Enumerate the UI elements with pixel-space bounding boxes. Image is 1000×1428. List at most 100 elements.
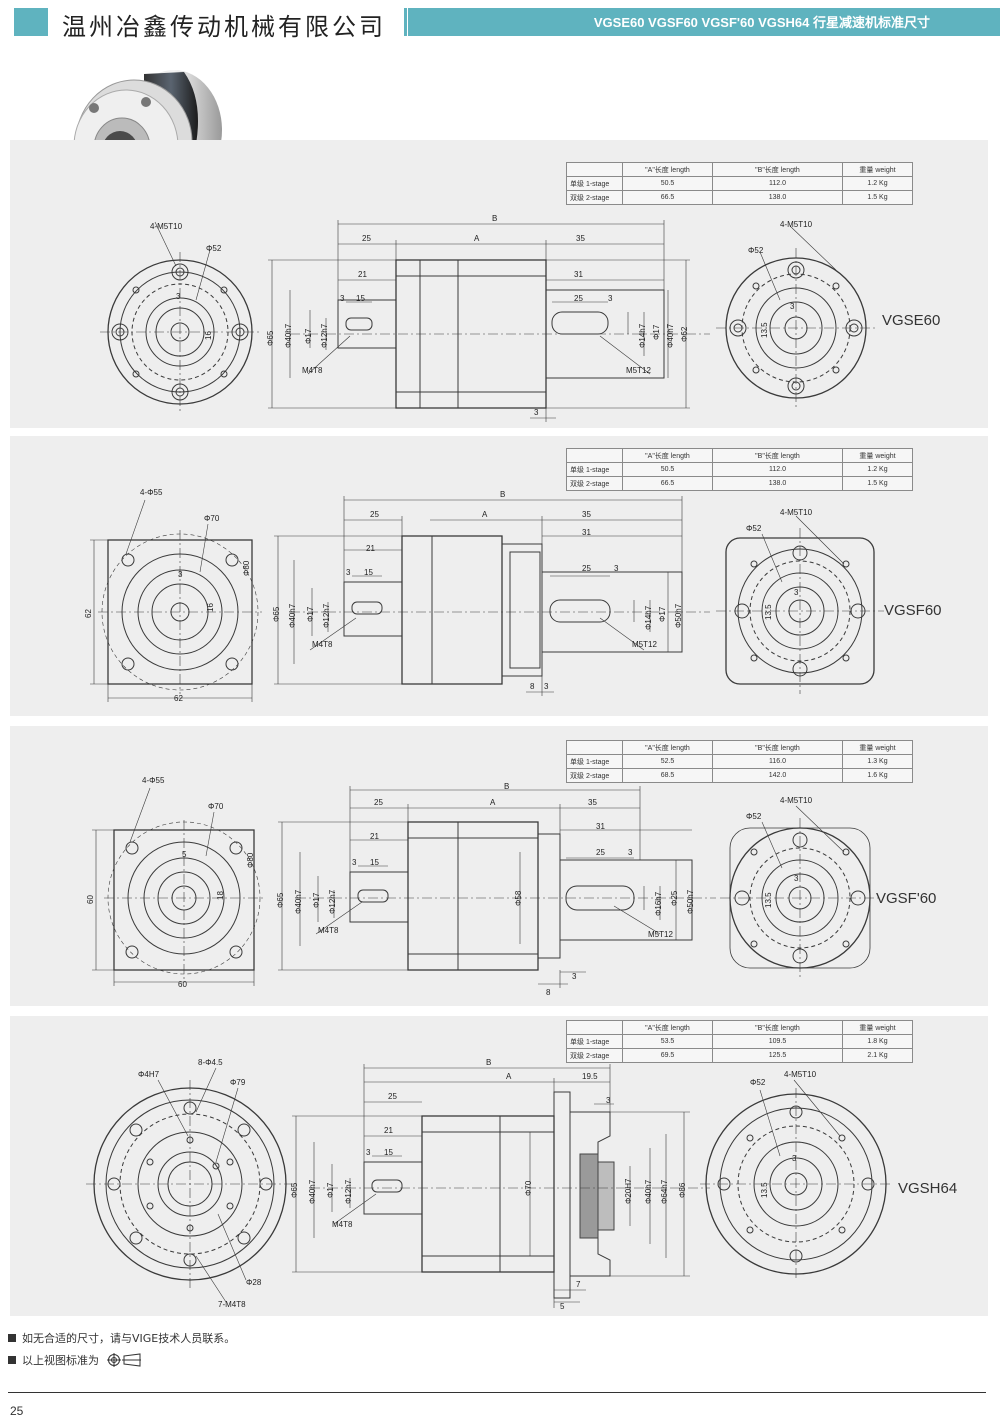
dim-label: Φ28: [246, 1278, 262, 1287]
dim-label: 3: [346, 568, 351, 577]
cell-b: 112.0: [712, 176, 843, 191]
dim-label: 35: [588, 798, 597, 807]
note-contact-text: 如无合适的尺寸，请与VIGE技术人员联系。: [22, 1332, 236, 1345]
dim-label: Φ12h7: [328, 889, 337, 914]
dim-label: Φ17: [658, 606, 667, 622]
header-accent-block: [14, 8, 48, 36]
cell-a: 69.5: [622, 1048, 713, 1063]
header-stage: [566, 1020, 623, 1035]
dim-label: Φ17: [304, 328, 313, 344]
cell-a: 50.5: [622, 176, 713, 191]
drawing-vgsf-prime-60: [92, 786, 880, 988]
dim-label: B: [500, 490, 506, 499]
dim-label: Φ52: [746, 812, 762, 821]
header-stage: [566, 448, 623, 463]
model-label-vgsf-prime-60: VGSF'60: [876, 890, 937, 907]
dim-label: 15: [356, 294, 365, 303]
dim-label: A: [474, 234, 480, 243]
dim-label: Φ14h7: [638, 323, 647, 348]
cell-weight: 1.8 Kg: [842, 1034, 913, 1049]
dim-label: M5T12: [632, 640, 657, 649]
cell-b: 138.0: [712, 190, 843, 205]
note-projection-text: 以上视图标准为: [22, 1354, 99, 1367]
cell-weight: 1.6 Kg: [842, 768, 913, 783]
cell-stage: 单级 1-stage: [566, 1034, 623, 1049]
header-bar: [408, 8, 1000, 36]
dim-label: Φ65: [290, 1182, 299, 1198]
dim-label: 3: [340, 294, 345, 303]
dim-label: B: [492, 214, 498, 223]
model-label-vgse60: VGSE60: [882, 312, 941, 329]
dim-label: 5: [182, 850, 187, 859]
dim-label: Φ64h7: [660, 1179, 669, 1204]
dim-label: Φ4H7: [138, 1070, 160, 1079]
header-bar-edge: [404, 8, 407, 36]
footer-divider: [8, 1392, 986, 1393]
dim-label: 4-M5T10: [150, 222, 183, 231]
dim-label: Φ17: [326, 1182, 335, 1198]
dim-label: 13.5: [760, 322, 769, 338]
dim-label: Φ52: [206, 244, 222, 253]
header-a-length: "A"长度 length: [622, 1020, 713, 1035]
cell-weight: 1.3 Kg: [842, 754, 913, 769]
cell-b: 116.0: [712, 754, 843, 769]
dim-label: 60: [86, 895, 95, 904]
dim-label: 62: [174, 694, 183, 703]
dim-label: 15: [384, 1148, 393, 1157]
dim-label: 7-M4T8: [218, 1300, 246, 1309]
dim-label: 35: [582, 510, 591, 519]
header-weight: 重量 weight: [842, 1020, 913, 1035]
projection-symbol-icon: [107, 1353, 141, 1367]
company-name: 温州冶鑫传动机械有限公司: [62, 13, 386, 41]
dim-label: Φ62: [680, 326, 689, 342]
dim-label: 5: [560, 1302, 565, 1311]
dim-label: 3: [572, 972, 577, 981]
dim-label: 16: [204, 331, 213, 340]
dim-label: Φ70: [524, 1180, 533, 1196]
cell-b: 142.0: [712, 768, 843, 783]
header-weight: 重量 weight: [842, 162, 913, 177]
dim-label: Φ65: [266, 330, 275, 346]
cell-weight: 1.5 Kg: [842, 190, 913, 205]
dim-label: Φ65: [272, 606, 281, 622]
dim-label: Φ16h7: [654, 891, 663, 916]
dim-label: M5T12: [626, 366, 651, 375]
dim-label: Φ40h7: [308, 1179, 317, 1204]
dim-label: 25: [596, 848, 605, 857]
bullet-square-icon: [8, 1334, 16, 1342]
dim-label: 3: [628, 848, 633, 857]
dim-label: M4T8: [332, 1220, 353, 1229]
dim-label: 8: [546, 988, 551, 997]
dim-label: 31: [596, 822, 605, 831]
dim-label: 4-Φ55: [142, 776, 165, 785]
dim-label: 35: [576, 234, 585, 243]
note-contact: 如无合适的尺寸，请与VIGE技术人员联系。: [8, 1330, 235, 1346]
dim-label: 3: [544, 682, 549, 691]
note-projection: 以上视图标准为: [8, 1352, 141, 1368]
dim-label: 62: [84, 609, 93, 618]
dim-label: 3: [606, 1096, 611, 1105]
dim-label: Φ80: [246, 852, 255, 868]
dim-label: Φ65: [276, 892, 285, 908]
dim-label: Φ50h7: [674, 603, 683, 628]
cell-weight: 2.1 Kg: [842, 1048, 913, 1063]
model-label-vgsh64: VGSH64: [898, 1180, 958, 1197]
cell-b: 109.5: [712, 1034, 843, 1049]
drawing-vgsf60: [90, 496, 884, 702]
header-weight: 重量 weight: [842, 740, 913, 755]
dim-label: 13.5: [760, 1182, 769, 1198]
dim-label: 4-M5T10: [780, 508, 813, 517]
dim-label: 25: [374, 798, 383, 807]
dim-label: 25: [362, 234, 371, 243]
dim-label: 21: [366, 544, 375, 553]
cell-a: 66.5: [622, 476, 713, 491]
dim-label: M4T8: [318, 926, 339, 935]
dim-label: 3: [352, 858, 357, 867]
dim-label: Φ52: [750, 1078, 766, 1087]
